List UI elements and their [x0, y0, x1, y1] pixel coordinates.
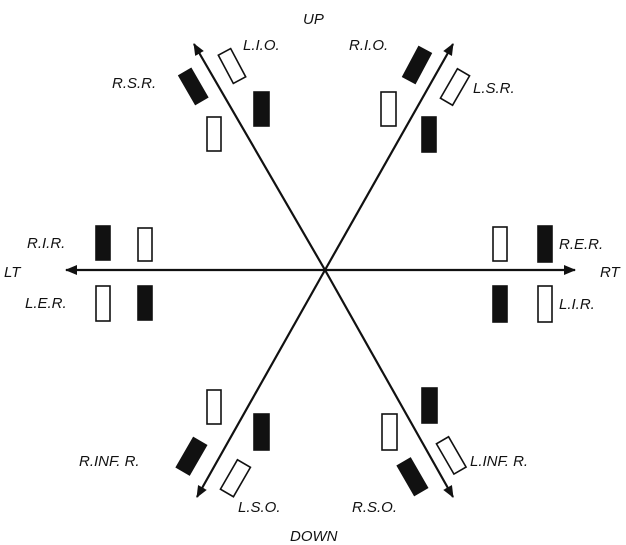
eye-position-marker — [537, 225, 553, 263]
direction-label-right: RT — [600, 264, 622, 281]
direction-label-down: DOWN — [290, 528, 338, 545]
eye-position-marker — [137, 227, 153, 262]
eye-position-marker — [137, 285, 153, 321]
eye-position-marker — [95, 285, 111, 322]
direction-label-up: UP — [303, 11, 324, 28]
label-l-s-o: L.S.O. — [238, 499, 281, 516]
eye-position-marker — [421, 116, 437, 153]
label-r-i-o: R.I.O. — [349, 37, 388, 54]
label-r-inf-r: R.INF. R. — [79, 453, 140, 470]
diagonal-axis-up-right-arrow — [324, 43, 454, 271]
eye-position-marker — [396, 457, 429, 497]
eye-position-marker — [435, 435, 468, 476]
eye-position-marker — [206, 116, 222, 152]
eye-position-marker — [381, 413, 398, 451]
eye-position-marker — [537, 285, 553, 323]
eye-position-marker — [253, 413, 270, 451]
eye-position-marker — [439, 67, 471, 107]
eye-position-marker — [380, 91, 397, 127]
eye-position-marker — [401, 45, 433, 85]
diagonal-axis-up-left-arrow — [193, 43, 326, 271]
eye-position-marker — [177, 67, 209, 106]
eye-position-marker — [492, 285, 508, 323]
label-r-s-r: R.S.R. — [112, 75, 156, 92]
label-r-s-o: R.S.O. — [352, 499, 397, 516]
label-r-i-r: R.I.R. — [27, 235, 65, 252]
label-l-i-r: L.I.R. — [559, 296, 595, 313]
eye-position-marker — [217, 47, 247, 85]
label-l-e-r: L.E.R. — [25, 295, 67, 312]
direction-label-left: LT — [4, 264, 22, 281]
eye-position-marker — [175, 436, 208, 476]
label-l-i-o: L.I.O. — [243, 37, 280, 54]
eye-position-marker — [219, 458, 252, 498]
eye-position-marker — [95, 225, 111, 261]
eye-position-marker — [492, 226, 508, 262]
eye-position-marker — [253, 91, 270, 127]
label-r-e-r: R.E.R. — [559, 236, 603, 253]
diagonal-axis-down-left-arrow — [196, 269, 326, 498]
label-l-inf-r: L.INF. R. — [470, 453, 528, 470]
eye-position-marker — [206, 389, 222, 425]
label-l-s-r: L.S.R. — [473, 80, 515, 97]
diagonal-axis-down-right-arrow — [324, 269, 454, 498]
eye-position-marker — [421, 387, 438, 424]
